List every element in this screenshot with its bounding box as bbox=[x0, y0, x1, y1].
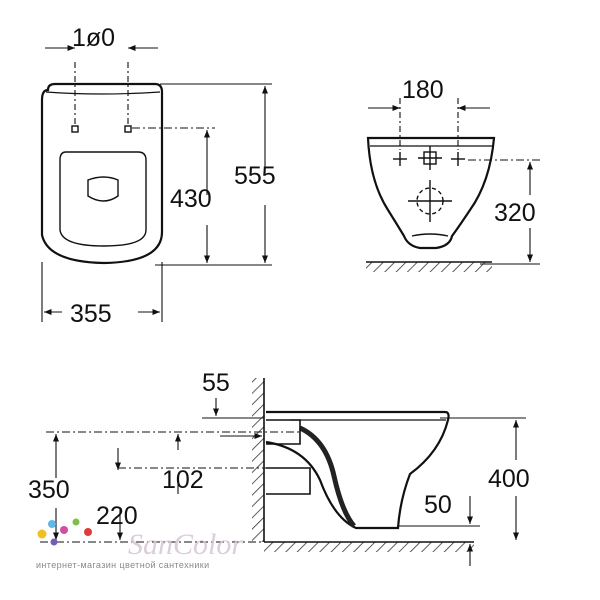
watermark-dot bbox=[60, 526, 68, 534]
front-view-outline bbox=[366, 136, 496, 250]
dim-inlet-height: 102 bbox=[162, 466, 204, 494]
watermark-name: SanColor bbox=[128, 528, 243, 561]
top-view-lid-line bbox=[45, 91, 161, 95]
wall-hatch bbox=[252, 378, 264, 542]
watermark-tagline: интернет-магазин цветной сантехники bbox=[36, 560, 210, 570]
watermark-dot bbox=[72, 518, 80, 526]
dim-top-width: 1ø0 bbox=[72, 24, 115, 52]
top-view-outline bbox=[40, 82, 164, 265]
side-view-dimensions bbox=[40, 398, 526, 566]
front-fixing-cross-left bbox=[393, 152, 407, 166]
watermark-dot bbox=[50, 538, 58, 546]
side-view-outline bbox=[265, 410, 450, 530]
side-view-inlet-pipe bbox=[266, 419, 301, 445]
side-view-trap bbox=[298, 425, 356, 528]
top-view-dimensions bbox=[41, 44, 272, 322]
front-floor-hatch bbox=[366, 262, 492, 272]
watermark-logo: SanColor интернет-магазин цветной сантех… bbox=[36, 518, 243, 570]
dim-fixing-height: 320 bbox=[494, 199, 536, 227]
dim-pipe-offset: 55 bbox=[202, 369, 230, 397]
dim-center-height: 350 bbox=[28, 476, 70, 504]
dim-bowl-gap: 50 bbox=[424, 491, 452, 519]
dim-overall-width: 355 bbox=[70, 300, 112, 328]
side-floor-hatch bbox=[264, 542, 474, 552]
front-view bbox=[366, 136, 496, 250]
fixing-hole-left bbox=[71, 125, 79, 133]
watermark-dot bbox=[37, 529, 47, 539]
front-view-dimensions bbox=[368, 98, 540, 265]
dim-outlet-height: 220 bbox=[96, 502, 138, 530]
dim-fixing-spacing: 180 bbox=[402, 76, 444, 104]
front-fixing-cross-right bbox=[451, 152, 465, 166]
front-view-outlet bbox=[411, 233, 449, 237]
dim-seat-depth: 430 bbox=[170, 185, 212, 213]
side-view bbox=[265, 410, 450, 530]
watermark-dot bbox=[84, 528, 92, 536]
dim-overall-length: 555 bbox=[234, 162, 276, 190]
top-view bbox=[40, 82, 164, 265]
side-view-outlet-pipe bbox=[266, 467, 311, 495]
watermark-dot bbox=[48, 520, 56, 528]
dim-rim-height: 400 bbox=[488, 465, 530, 493]
front-outlet-mark bbox=[408, 180, 452, 222]
fixing-hole-right bbox=[124, 125, 132, 133]
top-view-seat-opening bbox=[59, 151, 147, 247]
front-inlet-mark bbox=[418, 146, 442, 170]
top-view-bowl bbox=[87, 176, 119, 202]
